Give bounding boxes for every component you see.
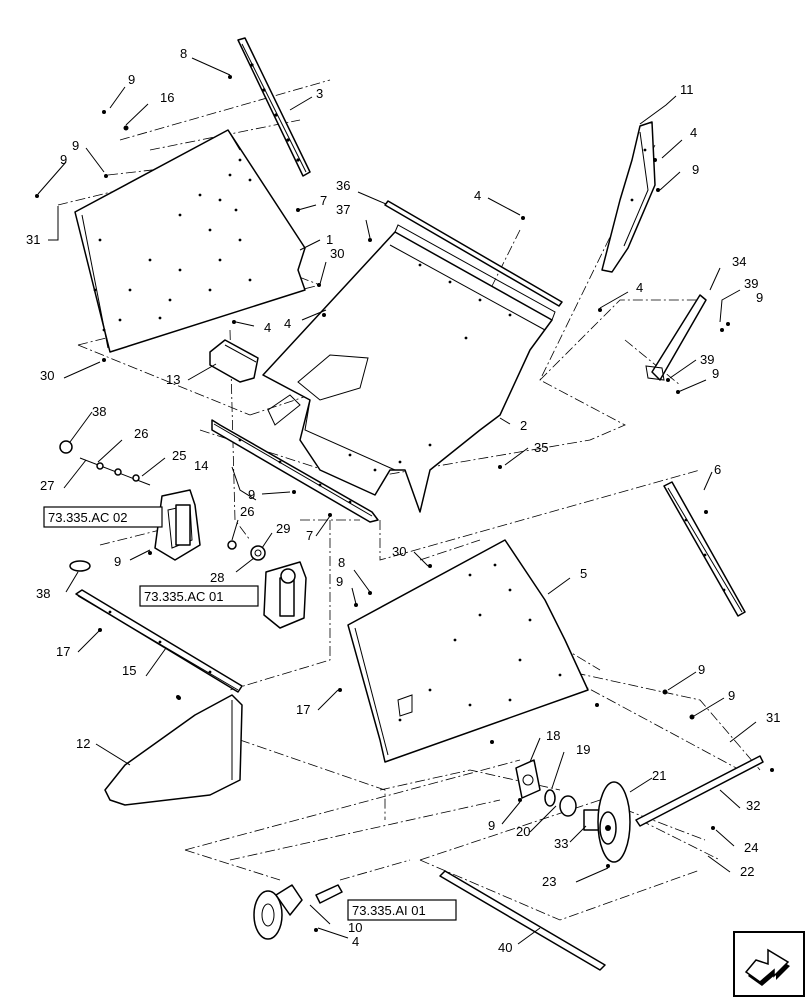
arrow-navigation-icon[interactable] [733, 931, 805, 997]
callout-14: 14 [194, 458, 208, 473]
callout-26: 26 [134, 426, 148, 441]
callout-31: 31 [766, 710, 780, 725]
callout-9: 9 [756, 290, 763, 305]
callout-39: 39 [744, 276, 758, 291]
callout-9: 9 [72, 138, 79, 153]
callout-9: 9 [692, 162, 699, 177]
hardware-fasteners [35, 75, 774, 932]
callout-6: 6 [714, 462, 721, 477]
callout-23: 23 [542, 874, 556, 889]
idler-assembly [253, 884, 343, 940]
callout-29: 29 [276, 521, 290, 536]
reference-ac01-label[interactable]: 73.335.AC 01 [144, 589, 224, 604]
callout-38: 38 [36, 586, 50, 601]
callout-17: 17 [56, 644, 70, 659]
callout-8: 8 [180, 46, 187, 61]
part-13-cover [209, 339, 259, 383]
callout-35: 35 [534, 440, 548, 455]
part-14-angle-rail [211, 419, 379, 523]
part-12-guard [104, 694, 243, 806]
callout-32: 32 [746, 798, 760, 813]
callout-22: 22 [740, 864, 754, 879]
callout-33: 33 [554, 836, 568, 851]
callout-17: 17 [296, 702, 310, 717]
shaft-components [59, 440, 266, 572]
callout-7: 7 [320, 193, 327, 208]
callout-11: 11 [680, 82, 694, 97]
callout-9: 9 [698, 662, 705, 677]
callout-31: 31 [26, 232, 40, 247]
part-1-side-panel [74, 129, 306, 353]
callout-4: 4 [264, 320, 271, 335]
callout-15: 15 [122, 663, 136, 678]
callout-27: 27 [40, 478, 54, 493]
reference-box-ai01[interactable]: 73.335.AI 01 [347, 899, 457, 921]
callout-30: 30 [392, 544, 406, 559]
callout-9: 9 [114, 554, 121, 569]
callout-12: 12 [76, 736, 90, 751]
callout-37: 37 [336, 202, 350, 217]
leader-lines [37, 57, 757, 945]
part-36-bar [384, 200, 563, 307]
callout-4: 4 [690, 125, 697, 140]
reference-box-ac01[interactable]: 73.335.AC 01 [139, 585, 259, 607]
callout-19: 19 [576, 742, 590, 757]
reference-box-ac02[interactable]: 73.335.AC 02 [43, 506, 163, 528]
part-34-stay [645, 294, 707, 381]
callout-9: 9 [248, 487, 255, 502]
callout-21: 21 [652, 768, 666, 783]
part-2-tray [262, 224, 556, 513]
callout-8: 8 [338, 555, 345, 570]
hub-assembly [515, 759, 631, 863]
callout-16: 16 [160, 90, 174, 105]
callout-26: 26 [240, 504, 254, 519]
callout-4: 4 [284, 316, 291, 331]
reference-ac02-label[interactable]: 73.335.AC 02 [48, 510, 128, 525]
callout-9: 9 [488, 818, 495, 833]
callout-9: 9 [728, 688, 735, 703]
callout-18: 18 [546, 728, 560, 743]
callout-3: 3 [316, 86, 323, 101]
part-40-rod [439, 870, 606, 971]
callout-20: 20 [516, 824, 530, 839]
callout-30: 30 [330, 246, 344, 261]
callout-10: 10 [348, 920, 362, 935]
callout-9: 9 [336, 574, 343, 589]
part-15-rail [75, 589, 243, 693]
callout-9: 9 [60, 152, 67, 167]
callout-24: 24 [744, 840, 758, 855]
callout-36: 36 [336, 178, 350, 193]
callout-9: 9 [128, 72, 135, 87]
callout-30: 30 [40, 368, 54, 383]
callout-28: 28 [210, 570, 224, 585]
callout-labels: 1 2 3 4 4 4 4 4 4 5 6 7 7 8 8 9 9 9 9 9 … [26, 46, 780, 955]
part-32-bar [635, 755, 764, 827]
callout-7: 7 [306, 528, 313, 543]
reference-ai01-label[interactable]: 73.335.AI 01 [352, 903, 426, 918]
callout-4: 4 [352, 934, 359, 949]
callout-38: 38 [92, 404, 106, 419]
bearing-assembly-lower [263, 561, 307, 629]
callout-9: 9 [712, 366, 719, 381]
part-11-plate [601, 121, 656, 273]
callout-2: 2 [520, 418, 527, 433]
callout-39: 39 [700, 352, 714, 367]
callout-25: 25 [172, 448, 186, 463]
callout-34: 34 [732, 254, 746, 269]
callout-13: 13 [166, 372, 180, 387]
callout-1: 1 [326, 232, 333, 247]
callout-40: 40 [498, 940, 512, 955]
callout-4: 4 [636, 280, 643, 295]
part-6-bracket [663, 481, 746, 617]
callout-4: 4 [474, 188, 481, 203]
bearing-assembly-upper [154, 489, 201, 561]
part-5-side-panel [347, 539, 589, 763]
part-3-bracket [237, 37, 311, 177]
callout-5: 5 [580, 566, 587, 581]
